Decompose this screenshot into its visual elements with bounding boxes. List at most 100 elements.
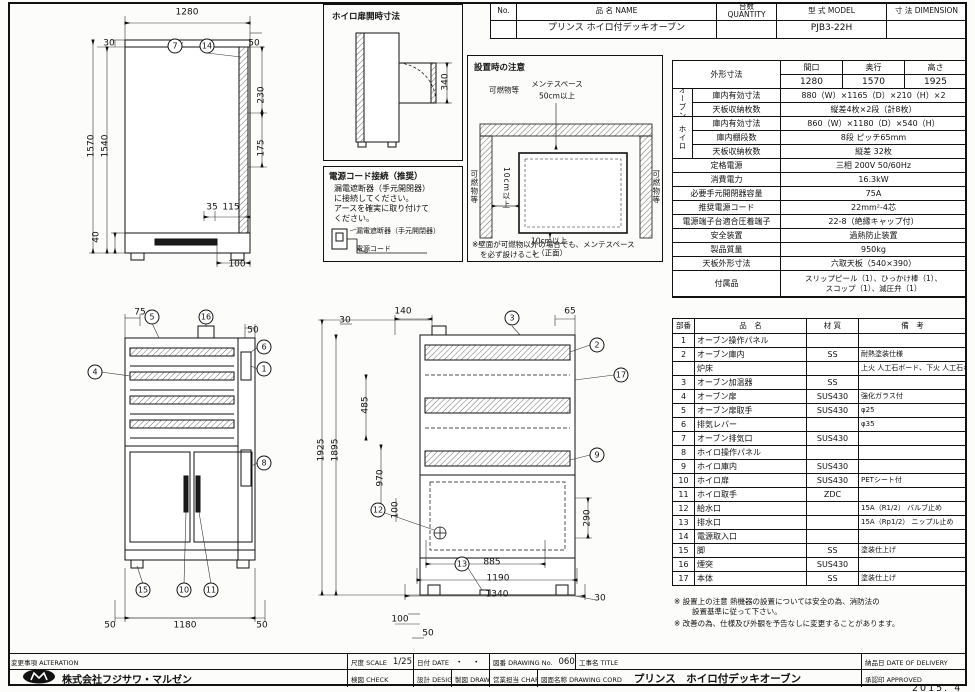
spec-row-label: 庫内棚段数 [693, 131, 781, 145]
header-no-value [490, 19, 517, 39]
spec-row-value: 8段 ピッチ65mm [781, 131, 966, 145]
spec-height-label: 高さ [905, 61, 966, 75]
spec-row-value: 860（W）×1180（D）×540（H） [781, 117, 966, 131]
part-material [806, 529, 859, 544]
spec-accessories-value: スリップピール（1）、ひっかけ棒（1）、 スコップ（1）、減圧弁（1） [781, 271, 966, 297]
part-note: 塗装仕上げ [858, 571, 967, 586]
power-cord-box: 電源コード接続（推奨） 漏電遮断器（手元開閉器） に接続してください。 アースを… [323, 166, 463, 262]
spec-row-label: 天板外形寸法 [673, 257, 781, 271]
part-note: 強化ガラス付 [858, 389, 967, 404]
part-note [858, 333, 967, 348]
header-qty-label: 台数 QUANTITY [716, 2, 777, 21]
part-name: ホイロ操作パネル [694, 445, 807, 460]
installation-clearance-drawing [479, 103, 653, 240]
part-name: ホイロ扉 [694, 473, 807, 488]
parts-col-name: 品 名 [694, 318, 807, 334]
spec-row: 製品質量 950kg [673, 243, 966, 257]
part-number: 3 [672, 375, 695, 390]
door-open-dimension-box: ホイロ扉開時寸法 [323, 4, 463, 161]
part-number: 7 [672, 431, 695, 446]
spec-row: 天板外形寸法 六取天板（540×390） [673, 257, 966, 271]
part-note: 上火 人工石ボード、下火 人工石ボード [858, 361, 967, 376]
spec-row-label: 庫内有効寸法 [693, 89, 781, 103]
quantity-value [716, 19, 777, 39]
parts-col-note: 備 考 [858, 318, 967, 334]
spec-row-label: 天板収納枚数 [693, 103, 781, 117]
part-number: 12 [672, 501, 695, 516]
spec-row-label: 必要手元開閉器容量 [673, 187, 781, 201]
part-material [806, 361, 859, 376]
parts-row: 7 オーブン排気口 SUS430 [672, 431, 967, 446]
part-note: PETシート付 [858, 473, 967, 488]
power-cord-label: 電源コード [356, 245, 391, 253]
power-box-text: ください。 [334, 214, 374, 223]
spec-row-value: 三相 200V 50/60Hz [781, 159, 966, 173]
spec-accessories-label: 付属品 [673, 271, 781, 297]
part-note: φ25 [858, 403, 967, 418]
spec-table: 外形寸法 間口 奥行 高さ 1280 1570 1925 オーブン 庫内有効寸法 [672, 60, 967, 298]
footnote-line: ※ 設置上の注意 熱機器の設置については安全の為、消防法の [674, 597, 880, 606]
parts-row: 8 ホイロ操作パネル [672, 445, 967, 460]
part-number: 15 [672, 543, 695, 558]
footnote-line: ※ 改善の為、仕様及び外観を予告なしに変更することがあります。 [674, 619, 900, 628]
front-elevation-view [100, 314, 266, 622]
part-name: オーブン扉取手 [694, 403, 807, 418]
spec-height-value: 1925 [905, 75, 966, 89]
part-number: 11 [672, 487, 695, 502]
drawing-no-cell: 図番 DRAWING No.06016 [490, 654, 576, 669]
company-name: 株式会社フジサワ・マルゼン [62, 675, 192, 686]
stamp-date: 2015. 4 [912, 683, 963, 692]
parts-row: 2 オーブン庫内 SS 耐熱塗装仕様 [672, 347, 967, 362]
part-number: 6 [672, 417, 695, 432]
product-name: プリンス ホイロ付デッキオーブン [516, 19, 717, 39]
header-label-row: No. 品 名 NAME 台数 QUANTITY 型 式 MODEL 寸 法 D… [490, 2, 967, 21]
parts-row: 9 ホイロ庫内 SUS430 [672, 459, 967, 474]
spec-row-label: 消費電力 [673, 173, 781, 187]
part-note [858, 487, 967, 502]
drawing-name-cell: 図面名称 DRAWING CORD プリンス ホイロ付デッキオーブン [538, 670, 862, 687]
power-box-title: 電源コード接続（推奨） [329, 172, 423, 182]
parts-header-row: 部番 品 名 材 質 備 考 [672, 318, 967, 334]
spec-simple-rows: 定格電源 三相 200V 50/60Hz 消費電力 16.3kW 必要手元開閉器… [673, 159, 966, 271]
part-material: SS [806, 571, 859, 586]
part-name: オーブン加温器 [694, 375, 807, 390]
spec-row-label: 定格電源 [673, 159, 781, 173]
parts-row: 11 ホイロ取手 ZDC [672, 487, 967, 502]
spec-depth-value: 1570 [843, 75, 905, 89]
part-name: 炉床 [694, 361, 807, 376]
parts-row: 13 排水口 15A（Rp1/2） ニップル止め [672, 515, 967, 530]
part-material [806, 501, 859, 516]
part-note: φ35 [858, 417, 967, 432]
spec-row: 推奨電源コード 22mm²-4芯 [673, 201, 966, 215]
spec-row: 消費電力 16.3kW [673, 173, 966, 187]
part-number: 1 [672, 333, 695, 348]
spec-row-value: 過熱防止装置 [781, 229, 966, 243]
parts-row: 4 オーブン扉 SUS430 強化ガラス付 [672, 389, 967, 404]
part-material: SUS430 [806, 473, 859, 488]
part-note: 15A（R1/2） バルブ止め [858, 501, 967, 516]
parts-row: 3 オーブン加温器 SS [672, 375, 967, 390]
parts-row: 16 煙突 SUS430 [672, 557, 967, 572]
spec-row: 安全装置 過熱防止装置 [673, 229, 966, 243]
part-note [858, 557, 967, 572]
parts-row: 17 本体 SS 塗装仕上げ [672, 571, 967, 586]
parts-col-no: 部番 [672, 318, 695, 334]
side-section-view [318, 315, 615, 639]
part-number: 17 [672, 571, 695, 586]
part-name: オーブン排気口 [694, 431, 807, 446]
parts-row: 1 オーブン操作パネル [672, 333, 967, 348]
spec-row-label: 電源端子台適合圧着端子 [673, 215, 781, 229]
drawing-header-table: No. 品 名 NAME 台数 QUANTITY 型 式 MODEL 寸 法 D… [490, 2, 967, 39]
approved-cell: 承認印 APPROVED [865, 675, 922, 684]
footnote-line: 設置基準に従って下さい。 [692, 607, 782, 616]
spec-row-value: 縦差4枚×2段（計8枚） [781, 103, 966, 117]
part-note [858, 431, 967, 446]
part-name: 排水口 [694, 515, 807, 530]
spec-outer-dim-label: 外形寸法 [673, 61, 781, 89]
part-note [858, 529, 967, 544]
part-name: オーブン庫内 [694, 347, 807, 362]
part-note: 耐熱塗装仕様 [858, 347, 967, 362]
part-material: SS [806, 543, 859, 558]
part-name: 排気レバー [694, 417, 807, 432]
